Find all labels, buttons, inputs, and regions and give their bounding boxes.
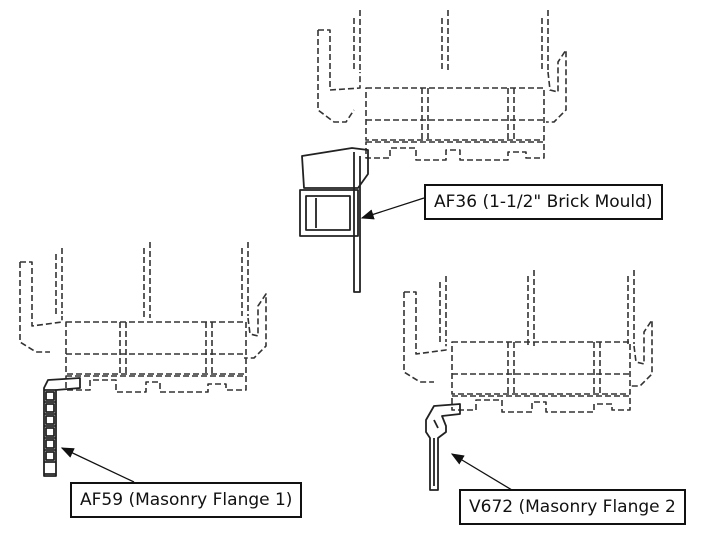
- af59-leader: [60, 447, 135, 483]
- frame-profile-left: [19, 242, 267, 393]
- af36-brick-mould: [299, 147, 369, 293]
- frame-profile-right: [403, 270, 653, 413]
- v672-label: V672 (Masonry Flange 2: [459, 489, 686, 525]
- af36-label: AF36 (1-1/2" Brick Mould): [424, 184, 663, 220]
- af59-label: AF59 (Masonry Flange 1): [70, 482, 303, 518]
- af59-masonry-flange: [43, 377, 81, 477]
- af36-leader: [360, 197, 425, 220]
- v672-leader: [450, 453, 513, 491]
- frame-profile-top: [317, 10, 567, 161]
- v672-masonry-flange: [425, 403, 461, 491]
